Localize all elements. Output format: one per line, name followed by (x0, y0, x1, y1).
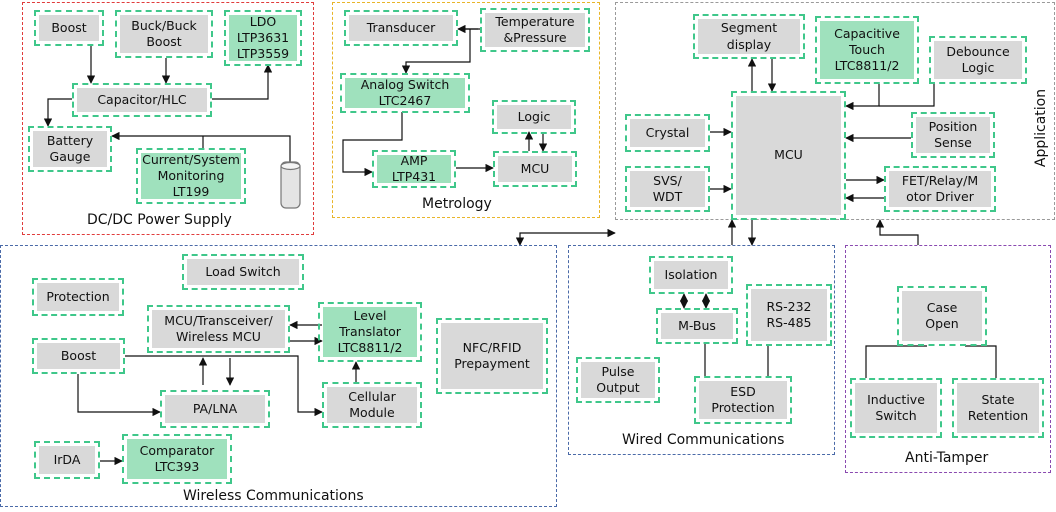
block-cellular: Cellular Module (322, 382, 422, 428)
block-capacitive-touch: Capacitive Touch LTC8811/2 (815, 16, 919, 84)
block-protection: Protection (32, 278, 124, 316)
block-case-open: Case Open (897, 286, 987, 346)
connector (342, 112, 403, 177)
block-load-switch: Load Switch (182, 254, 304, 290)
block-buck-boost: Buck/Buck Boost (115, 10, 213, 58)
block-rs232: RS-232 RS-485 (746, 284, 832, 346)
block-mcu-metrology: MCU (493, 151, 577, 187)
group-label-power: DC/DC Power Supply (87, 212, 232, 228)
connector (212, 64, 273, 100)
connector (77, 374, 161, 417)
connector (401, 29, 471, 74)
block-logic: Logic (492, 100, 576, 134)
block-svs-wdt: SVS/ WDT (625, 166, 710, 212)
block-mbus: M-Bus (656, 308, 738, 344)
block-debounce-logic: Debounce Logic (929, 36, 1027, 84)
block-crystal: Crystal (625, 114, 710, 152)
group-label-metrology: Metrology (422, 196, 492, 212)
block-isolation: Isolation (649, 256, 733, 294)
block-boost-top: Boost (34, 10, 104, 46)
block-segment-display: Segment display (693, 14, 805, 59)
connector (865, 345, 927, 378)
block-fet-relay: FET/Relay/M otor Driver (884, 166, 996, 212)
block-mcu-transceiver: MCU/Transceiver/ Wireless MCU (147, 305, 290, 353)
group-power (22, 2, 314, 235)
connector (111, 131, 291, 162)
block-pa-lna: PA/LNA (160, 390, 270, 428)
block-capacitor-hlc: Capacitor/HLC (72, 83, 212, 117)
block-current-monitoring: Current/System Monitoring LT199 (136, 148, 246, 204)
block-pulse-output: Pulse Output (576, 357, 660, 403)
block-irda: IrDA (34, 441, 100, 479)
group-label-wireless: Wireless Communications (183, 488, 364, 504)
block-nfc-rfid: NFC/RFID Prepayment (436, 318, 548, 394)
group-wired (568, 245, 835, 455)
block-transducer: Transducer (344, 10, 458, 46)
group-wireless (0, 245, 557, 507)
group-label-antitamper: Anti-Tamper (905, 450, 989, 466)
block-level-translator: Level Translator LTC8811/2 (318, 302, 422, 362)
connector (875, 219, 919, 245)
battery-icon (280, 161, 301, 209)
group-label-wired: Wired Communications (622, 432, 785, 448)
block-inductive-switch: Inductive Switch (850, 378, 942, 438)
block-state-retention: State Retention (952, 378, 1044, 438)
connector (515, 228, 616, 246)
block-amp: AMP LTP431 (372, 150, 456, 188)
block-analog-switch: Analog Switch LTC2467 (340, 73, 470, 113)
connector (965, 345, 997, 378)
block-battery-gauge: Battery Gauge (28, 126, 112, 172)
connector (43, 98, 72, 127)
group-metrology (332, 2, 600, 218)
group-antitamper (845, 245, 1051, 473)
connector (125, 355, 323, 417)
connector (879, 84, 935, 107)
block-mcu-app: MCU (731, 91, 846, 220)
block-esd: ESD Protection (694, 376, 792, 424)
block-temp-pressure: Temperature &Pressure (480, 8, 590, 52)
block-position-sense: Position Sense (911, 112, 995, 158)
block-boost-wireless: Boost (32, 338, 125, 374)
group-label-application: Application (1033, 88, 1049, 168)
block-ldo: LDO LTP3631 LTP3559 (224, 10, 302, 66)
block-comparator: Comparator LTC393 (122, 434, 232, 484)
